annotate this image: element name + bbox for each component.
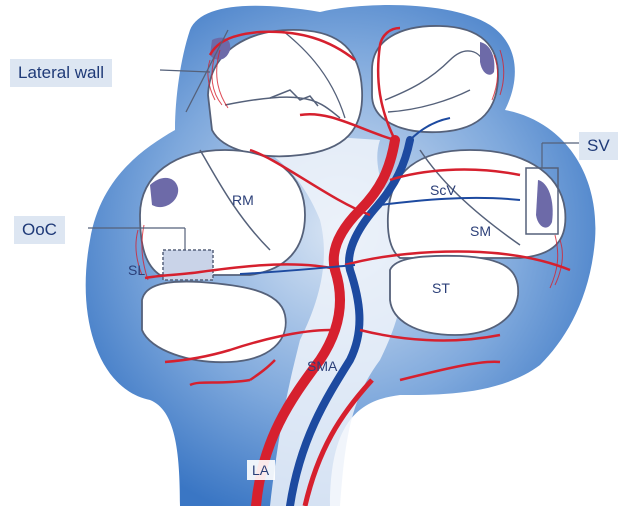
ooc-callout: OoC: [14, 216, 65, 244]
la-label: LA: [252, 462, 270, 478]
right-lower-chamber: [390, 256, 518, 335]
st-label: ST: [432, 280, 450, 296]
rm-label: RM: [232, 192, 254, 208]
sv-callout: SV: [579, 132, 618, 160]
upper-right-chamber: [372, 26, 498, 132]
scv-label: ScV: [430, 182, 456, 198]
lateral-wall-callout: Lateral wall: [10, 59, 112, 87]
lower-left-chamber: [142, 282, 286, 363]
sl-label: SL: [128, 262, 145, 278]
sma-label: SMA: [307, 358, 338, 374]
sm-label: SM: [470, 223, 491, 239]
